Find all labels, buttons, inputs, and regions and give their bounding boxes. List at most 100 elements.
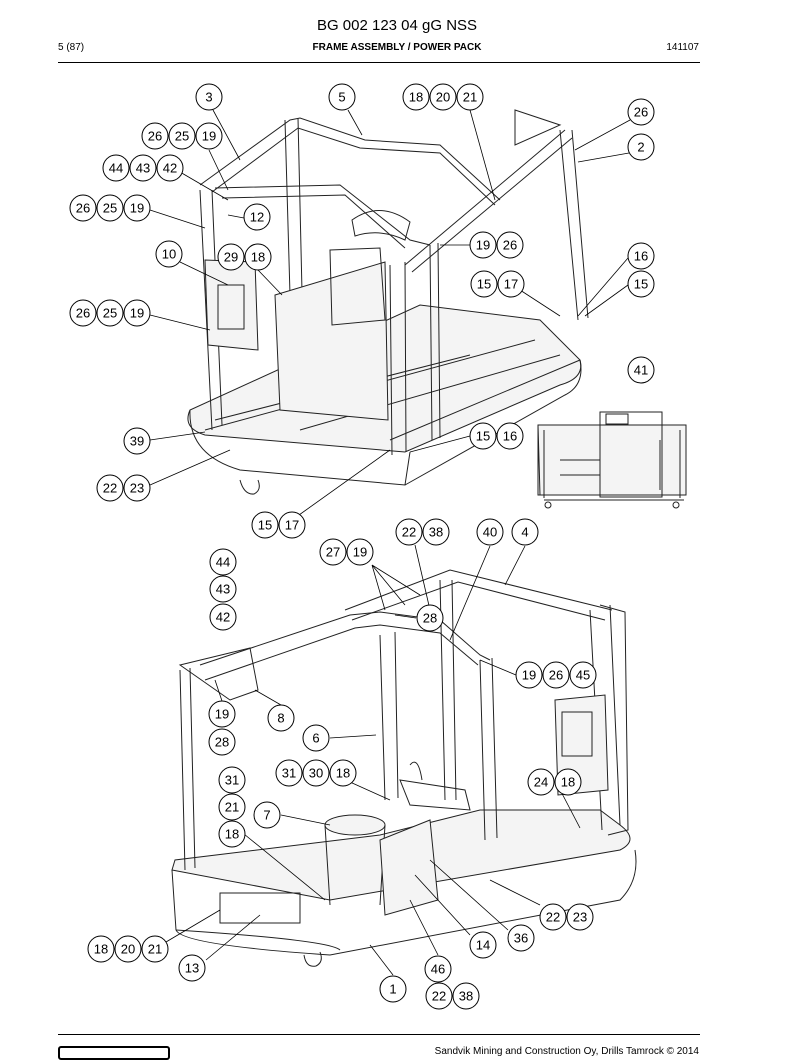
- callout-number: 25: [103, 306, 117, 321]
- bottom-callout-22-23: 22 23: [539, 903, 594, 931]
- callout-number: 22: [402, 525, 416, 540]
- callout-number: 21: [148, 942, 162, 957]
- sandvik-logo: [58, 1046, 170, 1060]
- page-title: BG 002 123 04 gG NSS: [316, 17, 478, 34]
- callout-number: 28: [215, 735, 229, 750]
- bottom-callout-7: 7: [253, 801, 281, 829]
- header-rule: [58, 62, 700, 63]
- top-callout-5: 5: [328, 83, 356, 111]
- leader-lines: [149, 109, 631, 976]
- callout-circle: [425, 982, 453, 1010]
- callout-circle: [209, 548, 237, 576]
- callout-number: 18: [251, 250, 265, 265]
- callout-circle: [627, 98, 655, 126]
- bottom-callout-28: 28: [208, 728, 236, 756]
- callout-circle: [123, 427, 151, 455]
- callout-circle: [416, 604, 444, 632]
- top-callout-3: 3: [195, 83, 223, 111]
- callout-number: 42: [216, 610, 230, 625]
- callout-number: 26: [148, 129, 162, 144]
- callout-circle: [496, 422, 524, 450]
- top-callout-10: 10: [155, 240, 183, 268]
- callout-circle: [527, 768, 555, 796]
- callout-circle: [329, 759, 357, 787]
- callout-circle: [114, 935, 142, 963]
- callout-circle: [422, 518, 450, 546]
- callout-number: 26: [503, 238, 517, 253]
- callout-circle: [275, 759, 303, 787]
- callout-number: 25: [175, 129, 189, 144]
- callout-number: 27: [326, 545, 340, 560]
- callout-number: 14: [476, 938, 490, 953]
- callout-circle: [141, 935, 169, 963]
- callout-number: 19: [130, 201, 144, 216]
- callout-number: 15: [258, 518, 272, 533]
- callout-circle: [243, 203, 271, 231]
- callout-circle: [452, 982, 480, 1010]
- callout-circle: [141, 122, 169, 150]
- callout-number: 26: [76, 201, 90, 216]
- bottom-callout-14: 14: [469, 931, 497, 959]
- top-callout-12: 12: [243, 203, 271, 231]
- callout-circle: [267, 704, 295, 732]
- callout-circle: [539, 903, 567, 931]
- callout-circle: [123, 474, 151, 502]
- callout-circle: [209, 603, 237, 631]
- bottom-callout-36: 36: [507, 924, 535, 952]
- top-callout-26-25-19: 26 25 19: [69, 194, 151, 222]
- callout-number: 22: [546, 910, 560, 925]
- callout-number: 26: [76, 306, 90, 321]
- bottom-callout-43: 43: [209, 575, 237, 603]
- callout-number: 22: [432, 989, 446, 1004]
- callout-number: 25: [103, 201, 117, 216]
- callout-circle: [429, 83, 457, 111]
- footer-rule: [58, 1034, 700, 1035]
- callout-circle: [244, 243, 272, 271]
- callout-circle: [507, 924, 535, 952]
- callout-number: 21: [463, 90, 477, 105]
- callout-circle: [96, 474, 124, 502]
- callout-circle: [497, 270, 525, 298]
- callout-number: 17: [504, 277, 518, 292]
- callout-circle: [456, 83, 484, 111]
- top-callout-26: 26: [627, 98, 655, 126]
- callout-number: 21: [225, 800, 239, 815]
- callout-number: 16: [634, 249, 648, 264]
- bottom-callout-40: 40: [476, 518, 504, 546]
- top-callout-39: 39: [123, 427, 151, 455]
- callout-circle: [195, 83, 223, 111]
- bottom-callout-42: 42: [209, 603, 237, 631]
- callout-circle: [346, 538, 374, 566]
- bottom-callout-1: 1: [379, 975, 407, 1003]
- top-callout-15: 15: [627, 270, 655, 298]
- top-callout-2: 2: [627, 133, 655, 161]
- callout-circle: [69, 194, 97, 222]
- callout-number: 20: [121, 942, 135, 957]
- bottom-callout-19: 19: [208, 700, 236, 728]
- callout-circle: [302, 724, 330, 752]
- callout-number: 30: [309, 766, 323, 781]
- callout-number: 19: [353, 545, 367, 560]
- callout-circle: [208, 728, 236, 756]
- callout-circle: [123, 194, 151, 222]
- callout-number: 15: [634, 277, 648, 292]
- callout-circle: [627, 356, 655, 384]
- callout-number: 36: [514, 931, 528, 946]
- callout-circle: [395, 518, 423, 546]
- callout-number: 28: [423, 611, 437, 626]
- callout-number: 13: [185, 961, 199, 976]
- callout-number: 23: [573, 910, 587, 925]
- callout-number: 41: [634, 363, 648, 378]
- bottom-callout-6: 6: [302, 724, 330, 752]
